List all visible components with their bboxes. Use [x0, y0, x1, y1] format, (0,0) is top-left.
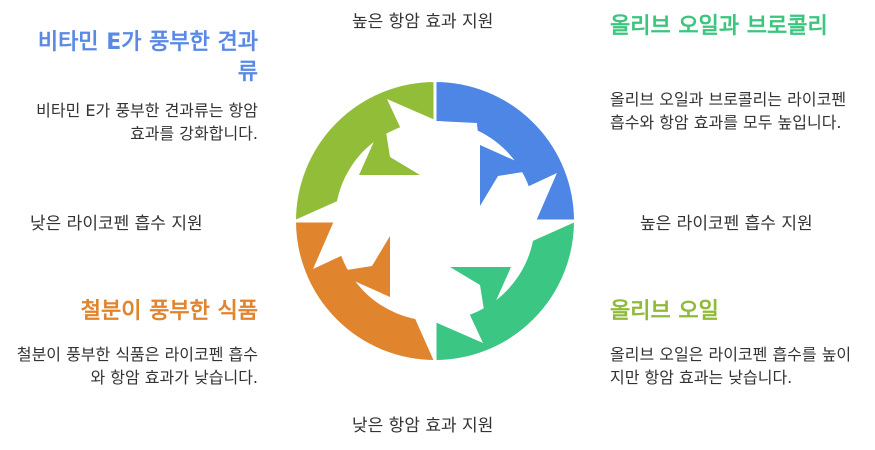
arrow-tip-bottom-right — [450, 267, 511, 323]
arrow-tip-top-right — [480, 145, 536, 206]
quadrant-title-olive-oil: 올리브 오일 — [610, 299, 719, 324]
quadrant-desc-vitamin-e-nuts: 비타민 E가 풍부한 견과류는 항암 효과를 강화합니다. — [36, 101, 258, 143]
arrow-tip-bottom-left — [334, 236, 390, 297]
axis-label-right: 높은 라이코펜 흡수 지원 — [640, 214, 813, 234]
axis-label-bottom: 낮은 항암 효과 지원 — [352, 416, 494, 436]
arrow-tip-top-left — [359, 119, 420, 175]
quadrant-desc-olive-oil: 올리브 오일은 라이코펜 흡수를 높이지만 항암 효과는 낮습니다. — [610, 345, 852, 387]
quadrant-title-olive-oil-broccoli: 올리브 오일과 브로콜리 — [610, 14, 828, 39]
axis-label-top: 높은 항암 효과 지원 — [352, 12, 494, 32]
axis-label-left: 낮은 라이코펜 흡수 지원 — [30, 214, 203, 234]
quadrant-desc-olive-oil-broccoli: 올리브 오일과 브로콜리는 라이코펜 흡수와 항암 효과를 모두 높입니다. — [610, 90, 847, 132]
quadrant-desc-iron-rich-food: 철분이 풍부한 식품은 라이코펜 흡수와 항암 효과가 낮습니다. — [16, 345, 258, 387]
quadrant-title-vitamin-e-nuts: 비타민 E가 풍부한 견과류 — [37, 30, 258, 85]
quadrant-title-iron-rich-food: 철분이 풍부한 식품 — [80, 299, 258, 324]
